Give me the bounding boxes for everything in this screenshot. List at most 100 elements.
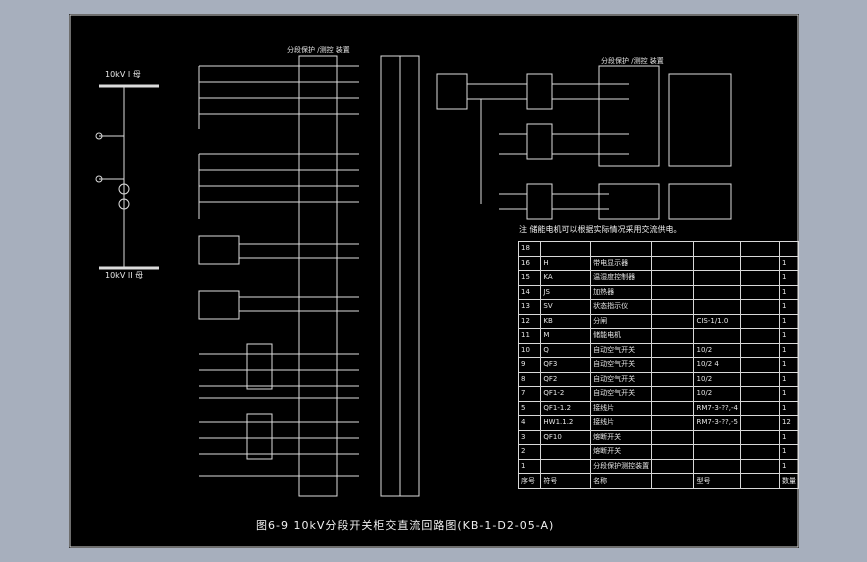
bom-cell: CIS-1/1.0	[693, 313, 741, 329]
bom-cell: 1	[778, 255, 800, 271]
bom-cell: JS	[540, 284, 592, 300]
bom-cell	[651, 270, 695, 286]
bom-cell: 熔断开关	[590, 429, 653, 445]
bom-cell	[693, 241, 741, 257]
bom-cell: QF3	[540, 357, 592, 373]
bom-cell	[778, 241, 800, 257]
bom-cell: 1	[778, 444, 800, 460]
bom-cell: 7	[517, 386, 542, 402]
bom-cell	[739, 400, 780, 416]
bom-cell: 带电显示器	[590, 255, 653, 271]
bom-cell: QF1-1.2	[540, 400, 592, 416]
bom-cell	[739, 371, 780, 387]
bom-cell	[693, 270, 741, 286]
bus-top-label: 10kV I 母	[105, 70, 141, 79]
bom-cell	[590, 241, 653, 257]
bom-cell	[651, 241, 695, 257]
bom-cell	[651, 357, 695, 373]
bom-cell	[739, 415, 780, 431]
bom-cell	[651, 458, 695, 474]
bom-cell	[739, 342, 780, 358]
bom-cell: QF1-2	[540, 386, 592, 402]
bom-cell: 1	[778, 313, 800, 329]
bom-cell: 1	[778, 429, 800, 445]
bom-cell: 13	[517, 299, 542, 315]
drawing-sheet: 10kV I 母 10kV II 母 分段保护 /测控 装置 分段保护 /测控 …	[69, 14, 800, 548]
bom-cell	[651, 342, 695, 358]
ct-symbol-1	[118, 183, 130, 195]
bom-cell: 储能电机	[590, 328, 653, 344]
bom-cell	[693, 328, 741, 344]
bom-cell: 10/2	[693, 386, 741, 402]
bom-cell: QF10	[540, 429, 592, 445]
bom-header-cell: 符号	[540, 473, 592, 489]
bom-cell: 5	[517, 400, 542, 416]
bom-cell: QF2	[540, 371, 592, 387]
ct-wiring-group-1	[198, 65, 359, 129]
bom-cell	[739, 241, 780, 257]
bom-cell: 10/2 4	[693, 357, 741, 373]
bom-cell	[739, 386, 780, 402]
bom-cell	[739, 357, 780, 373]
voltage-device-box-2	[198, 290, 240, 320]
bom-cell: 16	[517, 255, 542, 271]
bom-cell	[693, 284, 741, 300]
bom-cell: 状态指示仪	[590, 299, 653, 315]
bom-cell	[739, 299, 780, 315]
bom-cell: KA	[540, 270, 592, 286]
bom-cell	[693, 429, 741, 445]
bom-cell	[651, 299, 695, 315]
bom-cell	[651, 444, 695, 460]
bom-cell: H	[540, 255, 592, 271]
bom-cell: 10/2	[693, 342, 741, 358]
bom-cell: 1	[778, 270, 800, 286]
bom-header-cell: 型号	[693, 473, 741, 489]
bom-cell	[693, 299, 741, 315]
bom-cell: RM7-3-??,-4	[693, 400, 741, 416]
bom-cell: 15	[517, 270, 542, 286]
bom-cell: 自动空气开关	[590, 342, 653, 358]
device-top-label: 分段保护 /测控 装置	[287, 46, 350, 54]
bom-cell	[739, 270, 780, 286]
bom-cell: 4	[517, 415, 542, 431]
control-wiring-lower	[199, 343, 359, 477]
bom-cell: RM7-3-??,-5	[693, 415, 741, 431]
bom-cell: KB	[540, 313, 592, 329]
motor-box	[436, 73, 468, 110]
bus-bottom-label: 10kV II 母	[105, 271, 144, 280]
bom-cell: 12	[778, 415, 800, 431]
bom-cell: 18	[517, 241, 542, 257]
bom-cell	[739, 313, 780, 329]
bom-cell	[540, 458, 592, 474]
bom-cell: 3	[517, 429, 542, 445]
bom-cell: 1	[778, 284, 800, 300]
bom-cell: M	[540, 328, 592, 344]
bom-cell: 自动空气开关	[590, 371, 653, 387]
bom-header-cell: 序号	[517, 473, 542, 489]
bom-cell: 1	[778, 458, 800, 474]
bom-cell: 1	[778, 386, 800, 402]
drawing-caption: 图6-9 10kV分段开关柜交直流回路图(KB-1-D2-05-A)	[256, 519, 555, 532]
bom-cell	[651, 400, 695, 416]
bom-cell	[651, 255, 695, 271]
bom-cell: 11	[517, 328, 542, 344]
bom-cell: 9	[517, 357, 542, 373]
bom-cell	[739, 255, 780, 271]
bom-cell: 自动空气开关	[590, 357, 653, 373]
bom-cell: 1	[778, 328, 800, 344]
bom-cell	[739, 444, 780, 460]
bom-cell: 1	[778, 371, 800, 387]
bom-cell	[540, 241, 592, 257]
